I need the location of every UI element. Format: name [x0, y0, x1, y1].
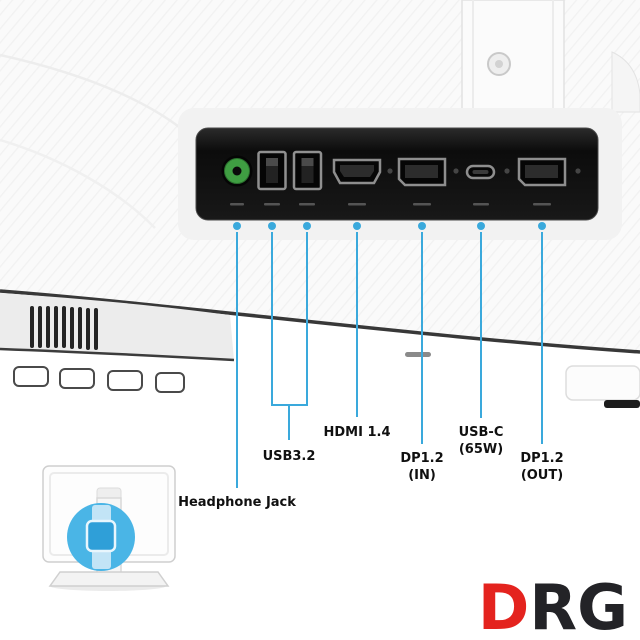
callout-dot-dp-in [418, 222, 426, 230]
shell-edge-line [0, 289, 640, 354]
callout-dot-usb-1 [268, 222, 276, 230]
callout-stem-usb [288, 406, 290, 440]
stand-column [461, 0, 640, 128]
label-dp-in-line1: DP1.2 [400, 451, 444, 466]
label-usb-c: USB-C (65W) [436, 424, 526, 458]
control-buttons [13, 366, 185, 393]
callout-line-headphone [236, 232, 238, 488]
callout-line-usb-2 [306, 232, 308, 404]
label-dp-in: DP1.2 (IN) [377, 450, 467, 484]
panel-screws [387, 168, 581, 174]
callout-line-usb-1 [271, 232, 273, 404]
label-usb: USB3.2 [239, 448, 339, 465]
label-hdmi-text: HDMI 1.4 [323, 425, 391, 440]
headphone-jack-port [221, 155, 253, 187]
thumbnail-stand-base [48, 571, 170, 587]
callout-dot-usb-c [477, 222, 485, 230]
callout-dot-headphone [233, 222, 241, 230]
usb-c-port [465, 164, 496, 180]
callout-connector-usb [271, 404, 308, 406]
callout-line-dp-in [421, 232, 423, 444]
label-usb-text: USB3.2 [262, 449, 316, 464]
hdmi-port [332, 158, 382, 185]
dp-in-port [397, 157, 447, 187]
callout-dot-dp-out [538, 222, 546, 230]
vent-grille [0, 293, 235, 362]
label-headphone-jack: Headphone Jack [157, 494, 317, 511]
usb-a-port-1 [257, 150, 287, 191]
drg-logo: DRG [418, 577, 628, 639]
callout-line-usb-c [480, 232, 482, 418]
monitor-rear-thumbnail [42, 465, 176, 591]
label-hdmi: HDMI 1.4 [302, 424, 412, 441]
callout-dot-usb-2 [303, 222, 311, 230]
usb-a-port-2 [292, 150, 323, 191]
highlighted-port-area [85, 519, 117, 553]
callout-line-dp-out [541, 232, 543, 444]
stand-hinge-edge [611, 51, 640, 113]
chin-slot [405, 352, 431, 357]
label-dp-in-line2: (IN) [408, 468, 436, 483]
label-dp-out-line2: (OUT) [520, 468, 564, 483]
label-usb-c-line2: (65W) [458, 442, 504, 457]
label-usb-c-line1: USB-C [458, 425, 504, 440]
label-dp-out: DP1.2 (OUT) [497, 450, 587, 484]
callout-line-hdmi [356, 232, 358, 417]
port-panel [195, 127, 599, 221]
logo-letter-d: D [477, 571, 530, 640]
label-headphone-jack-text: Headphone Jack [178, 495, 296, 510]
label-dp-out-line1: DP1.2 [520, 451, 564, 466]
stand-base-edge [565, 365, 640, 408]
panel-port-markings [230, 203, 551, 206]
logo-letters-rg: RG [529, 571, 628, 640]
dp-out-port [517, 157, 567, 187]
callout-dot-hdmi [353, 222, 361, 230]
